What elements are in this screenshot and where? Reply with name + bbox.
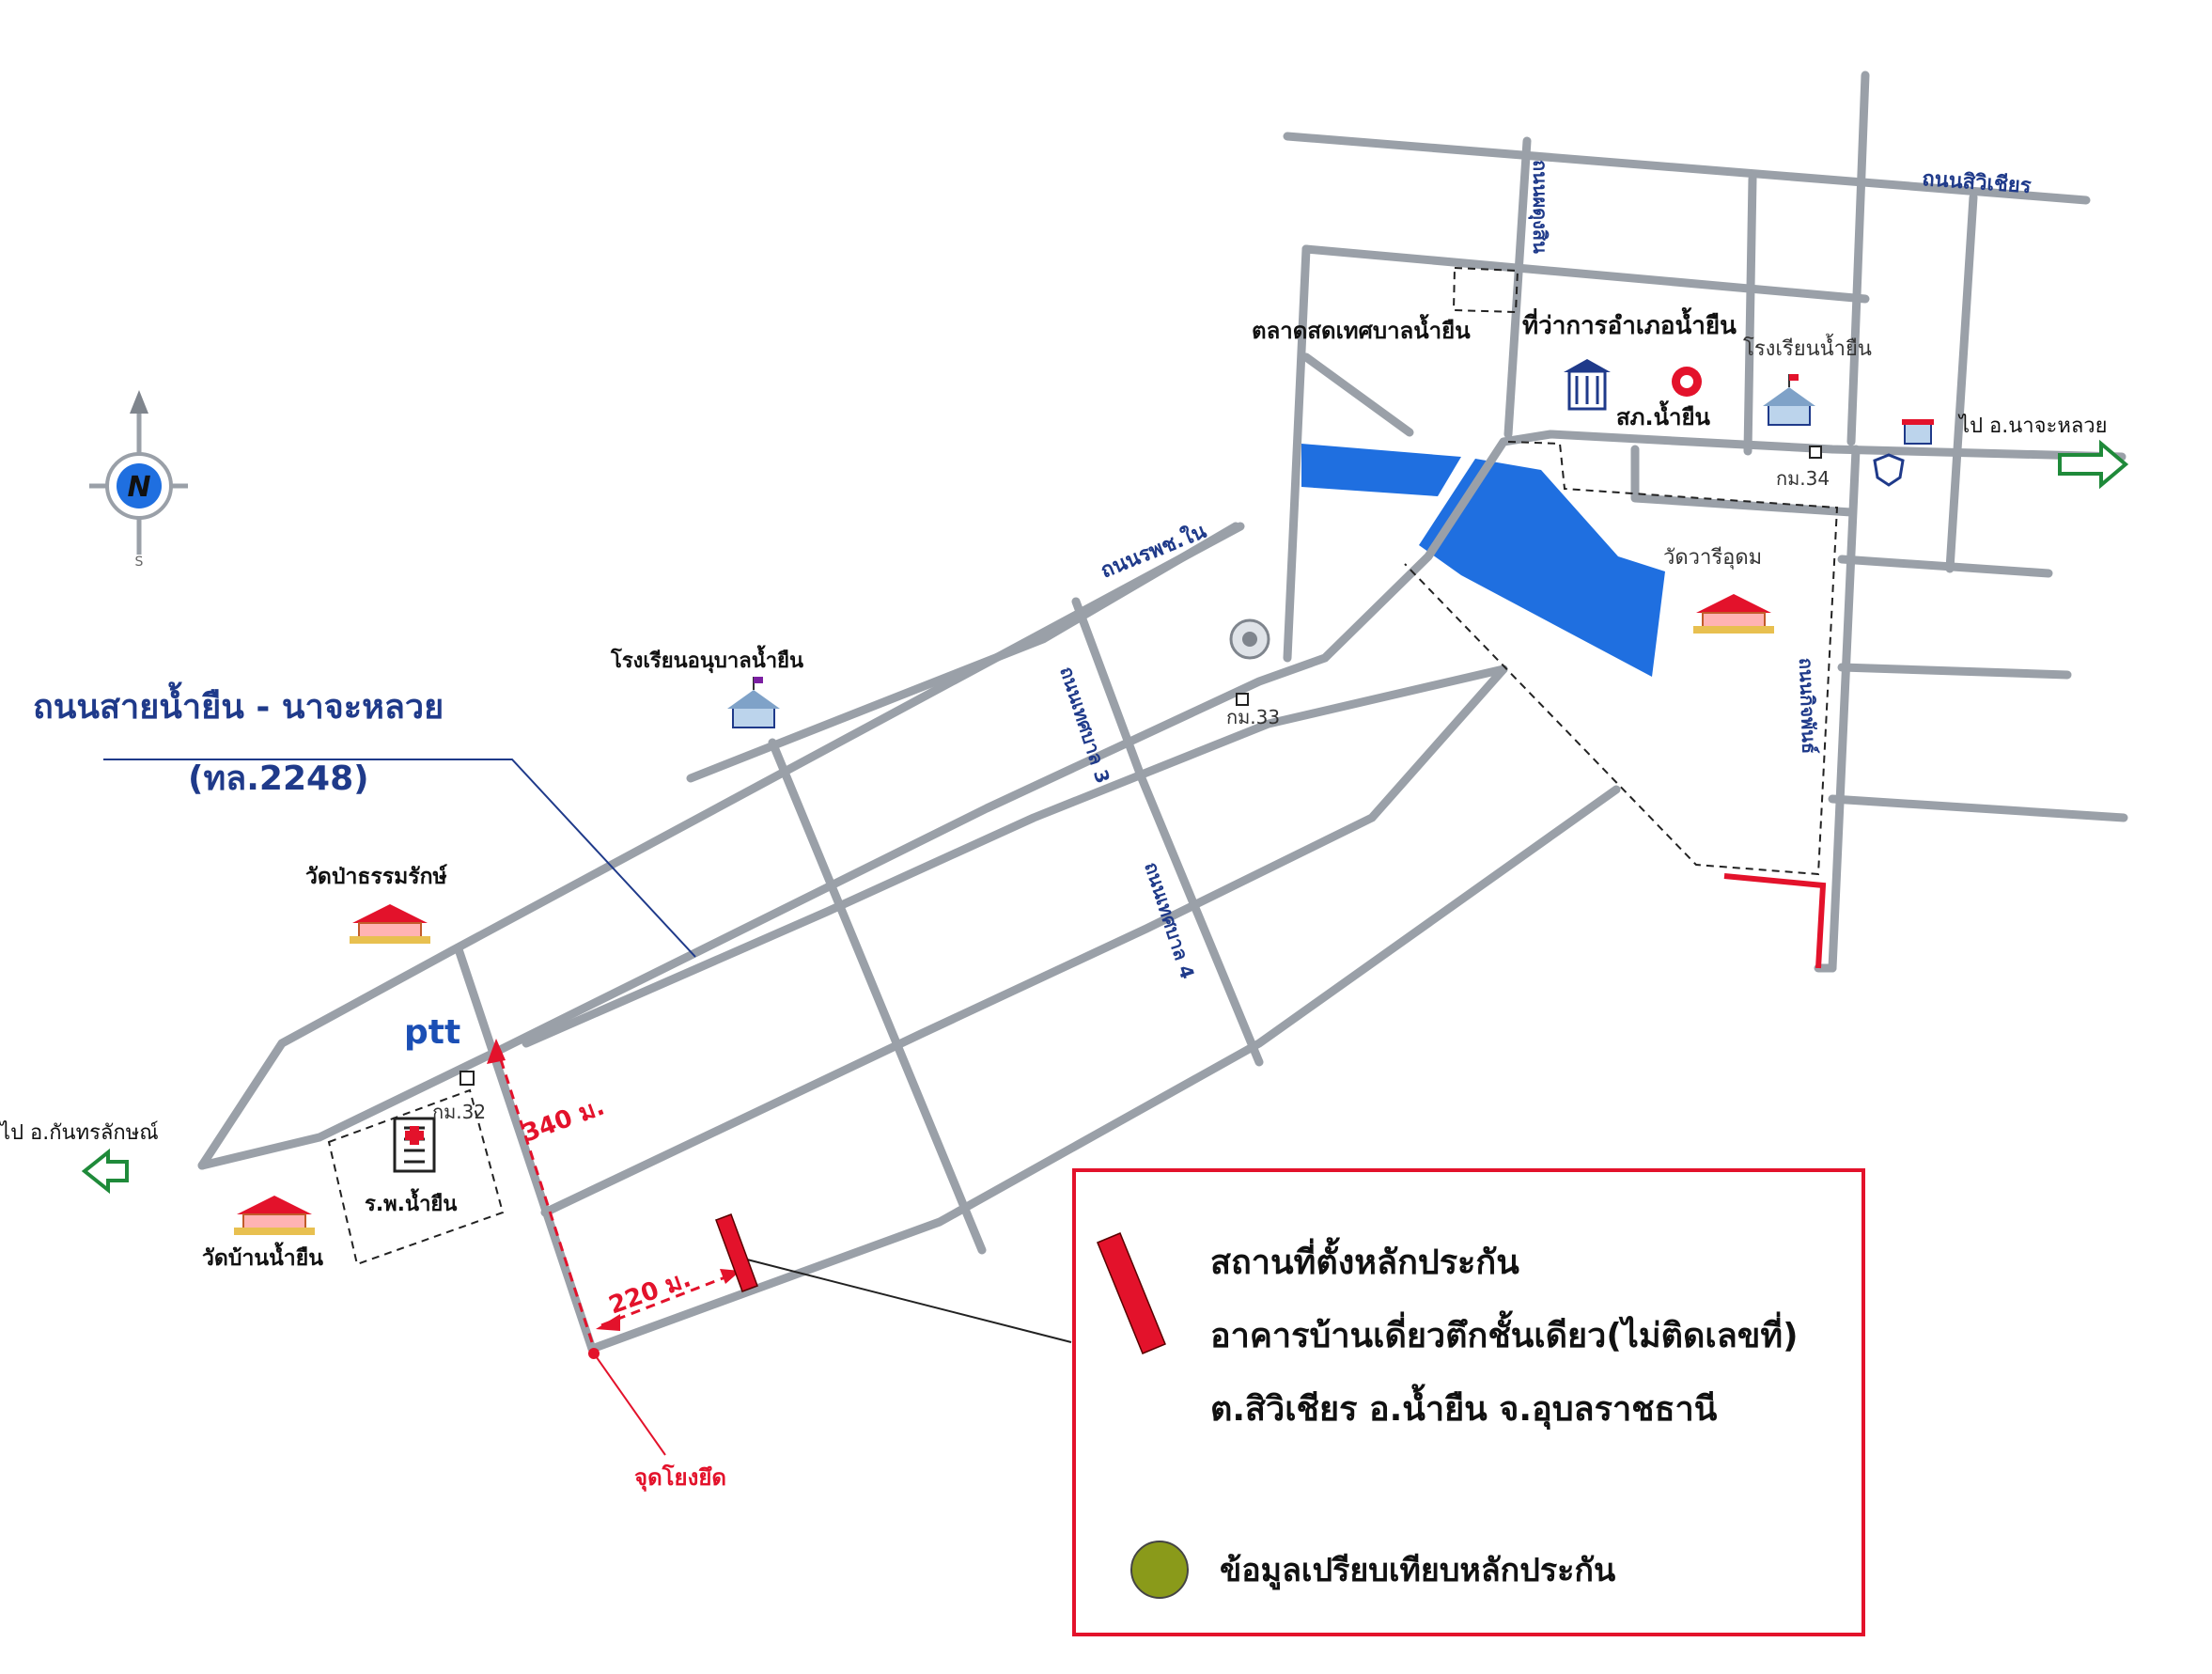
school-icon (1763, 374, 1815, 426)
road-north-vertical-5 (1945, 193, 1978, 573)
road-north-vertical-4 (1846, 70, 1870, 446)
label-km33: กม.33 (1226, 706, 1280, 728)
road-south-1 (522, 665, 1508, 1048)
bank-icon-east (1902, 419, 1934, 445)
dashed-boundaries (327, 266, 1839, 1266)
road-north-top (1283, 132, 2091, 205)
collateral-boundary-line (1723, 873, 1827, 969)
district-office-icon (1564, 359, 1611, 411)
road-thetsaban-4 (1137, 774, 1264, 1067)
arrow-west-icon (81, 1148, 129, 1195)
road-north-2 (1301, 244, 1870, 304)
road-ros-nai (686, 522, 1240, 783)
legend-collateral-swatch (1097, 1232, 1166, 1354)
leader-anchor (593, 1353, 666, 1456)
label-market: ตลาดสดเทศบาลน้ำยืน (1252, 313, 1471, 344)
label-school: โรงเรียนน้ำยืน (1743, 334, 1872, 361)
legend-address: ต.สิวิเชียร อ.น้ำยืน จ.อุบลราชธานี (1210, 1384, 1718, 1431)
label-road-siwichian: ถนนสิวิเชียร (1922, 167, 2033, 198)
distance-arrows (494, 1044, 736, 1343)
road-south-2 (540, 665, 1508, 1217)
compass-south-label: S (135, 555, 144, 570)
arrow-east-icon (2058, 439, 2129, 490)
kindergarten-icon (727, 677, 780, 728)
road-title: ถนนสายน้ำยืน - นาจะหลวย (33, 681, 444, 727)
temple-icon-wat-pa (350, 904, 430, 944)
hospital-icon (393, 1117, 436, 1173)
road-south-3 (587, 785, 1621, 1353)
arrowhead-340 (487, 1039, 506, 1064)
road-east-4 (1828, 794, 2128, 822)
hospital-boundary (327, 1088, 505, 1266)
label-wat-wari: วัดวารีอุดม (1663, 546, 1762, 570)
compass-north-arrow (130, 390, 148, 414)
label-hospital: ร.พ.น้ำยืน (365, 1188, 457, 1216)
label-anchor: จุดโยงยึด (634, 1463, 726, 1493)
label-road-thetsaban-4: ถนนเทศบาล 4 (1140, 859, 1199, 981)
legend-collateral-location: สถานที่ตั้งหลักประกัน (1210, 1237, 1519, 1282)
road-code: (ทล.2248) (188, 759, 369, 798)
label-district-office: ที่ว่าการอำเภอน้ำยืน (1522, 306, 1737, 340)
ptt-logo: ptt (404, 1013, 460, 1052)
police-station-icon (1672, 367, 1702, 397)
road-east-1 (1630, 445, 1856, 517)
arrow-340 (494, 1044, 594, 1343)
temple-icon-wat-ban (234, 1196, 315, 1235)
arrow-220 (600, 1272, 736, 1327)
km-post-icon-33 (1236, 693, 1249, 706)
road-east-3 (1837, 663, 2072, 680)
market-lot (1452, 266, 1519, 314)
reservoir-east (1419, 459, 1665, 677)
label-police: สภ.น้ำยืน (1616, 399, 1711, 430)
legend-building-type: อาคารบ้านเดี่ยวตึกชั้นเดียว(ไม่ติดเลขที่… (1210, 1310, 1799, 1355)
direction-arrow-west (81, 1148, 129, 1195)
km-post-icon-34 (1809, 446, 1822, 459)
road-market-diag (1301, 352, 1414, 437)
road-cross-ptt (454, 945, 597, 1353)
leader-collateral (746, 1259, 1072, 1343)
leader-lines (103, 759, 696, 958)
shield-icon-east (1873, 453, 1905, 487)
legend-frame (1072, 1168, 1865, 1636)
label-to-najaluay: ไป อ.นาจะหลวย (1957, 414, 2108, 438)
pond-west (1301, 444, 1461, 496)
temple-icon-wat-wari (1693, 594, 1774, 634)
highway-2248 (197, 430, 2126, 1170)
road-north-vertical-1 (1283, 244, 1311, 663)
label-km32: กม.32 (432, 1101, 486, 1123)
compass-north-label: N (127, 471, 150, 504)
road-north-vertical-3 (1743, 174, 1757, 456)
km-post-icon-32 (460, 1071, 475, 1086)
road-kitpan (1828, 445, 1861, 973)
direction-arrow-east (2058, 439, 2129, 490)
arrowhead-220-a (596, 1314, 620, 1331)
road-thetsaban-3 (1071, 597, 1146, 783)
anchor-point (588, 1348, 600, 1359)
legend: สถานที่ตั้งหลักประกัน อาคารบ้านเดี่ยวตึก… (1072, 1168, 1865, 1636)
road-network (197, 70, 2128, 1353)
road-east-2 (1837, 555, 2053, 578)
label-wat-ban: วัดบ้านน้ำยืน (202, 1242, 323, 1271)
legend-comparison-dot (1130, 1541, 1189, 1599)
collateral-marker (715, 1213, 758, 1292)
compass-rose: N S (89, 390, 188, 570)
label-wat-pa: วัดป่าธรรมรักษ์ (305, 864, 447, 889)
label-road-kitpan: ถนนกิจพันธ์ (1795, 657, 1821, 754)
monument-icon (1229, 618, 1270, 660)
label-kindergarten: โรงเรียนอนุบาลน้ำยืน (610, 645, 803, 674)
collateral-boundary (1723, 873, 1827, 969)
temple-boundary (1404, 441, 1839, 876)
road-cross-kinder (768, 738, 987, 1255)
legend-comparison-data: ข้อมูลเปรียบเทียบหลักประกัน (1220, 1552, 1615, 1590)
road-north-bypass (197, 522, 1245, 1170)
leader-road-name (103, 759, 696, 958)
label-km34: กม.34 (1776, 467, 1830, 490)
compass-core (117, 463, 162, 508)
label-road-phatsarin: ถนนผดุงสิน (1528, 160, 1551, 254)
water-bodies (1301, 444, 1665, 677)
label-to-kantharalak: ไป อ.กันทรลักษณ์ (0, 1120, 159, 1145)
label-dist-340: 340 ม. (519, 1092, 608, 1148)
